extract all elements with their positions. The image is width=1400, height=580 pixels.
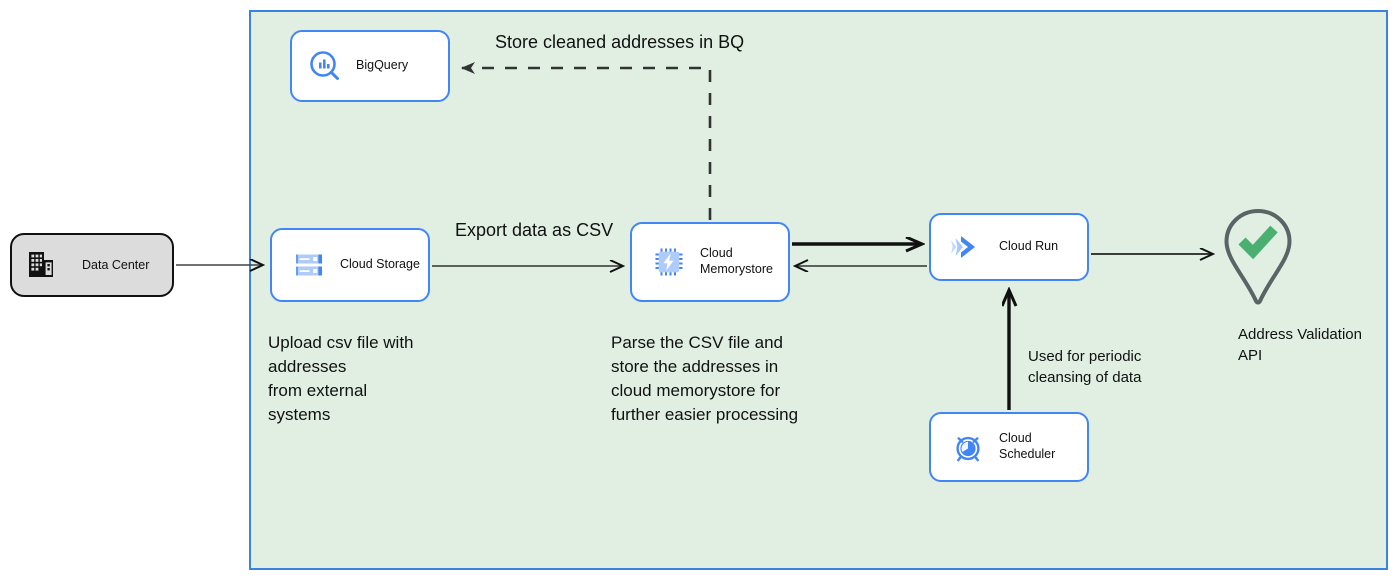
label-parse-csv-note: Parse the CSV file and store the address… [611,333,799,424]
node-data-center[interactable]: Data Center [10,233,174,297]
cloud-run-icon [941,231,993,263]
node-cloud-run[interactable]: Cloud Run [929,213,1089,281]
label-export-data-as-csv: Export data as CSV [455,220,614,240]
cloud-memorystore-icon [646,246,692,278]
node-cloud-run-label: Cloud Run [999,239,1059,254]
label-store-cleaned-addresses: Store cleaned addresses in BQ [495,32,745,52]
node-cloud-storage-label: Cloud Storage [340,257,420,272]
node-cloud-memorystore[interactable]: Cloud Memorystore [630,222,790,302]
cloud-scheduler-icon [945,431,991,463]
edge-memorystore-to-bigquery [461,62,712,220]
node-cloud-scheduler[interactable]: Cloud Scheduler [929,412,1089,482]
bigquery-icon [302,49,348,83]
data-center-icon [26,250,70,280]
node-address-validation-api[interactable] [1221,207,1295,307]
cloud-storage-icon [286,249,332,281]
node-cloud-memorystore-label: Cloud Memorystore [700,246,773,276]
node-cloud-storage[interactable]: Cloud Storage [270,228,430,302]
label-upload-csv-note: Upload csv file with addresses from exte… [268,333,414,424]
label-address-validation-api: Address Validation API [1238,326,1362,364]
label-periodic-cleansing-note: Used for periodic cleansing of data [1028,348,1142,386]
google-cloud-boundary [249,10,1388,570]
node-data-center-label: Data Center [82,258,150,272]
node-bigquery[interactable]: BigQuery [290,30,450,102]
node-bigquery-label: BigQuery [356,58,409,73]
node-cloud-scheduler-label: Cloud Scheduler [999,431,1056,461]
